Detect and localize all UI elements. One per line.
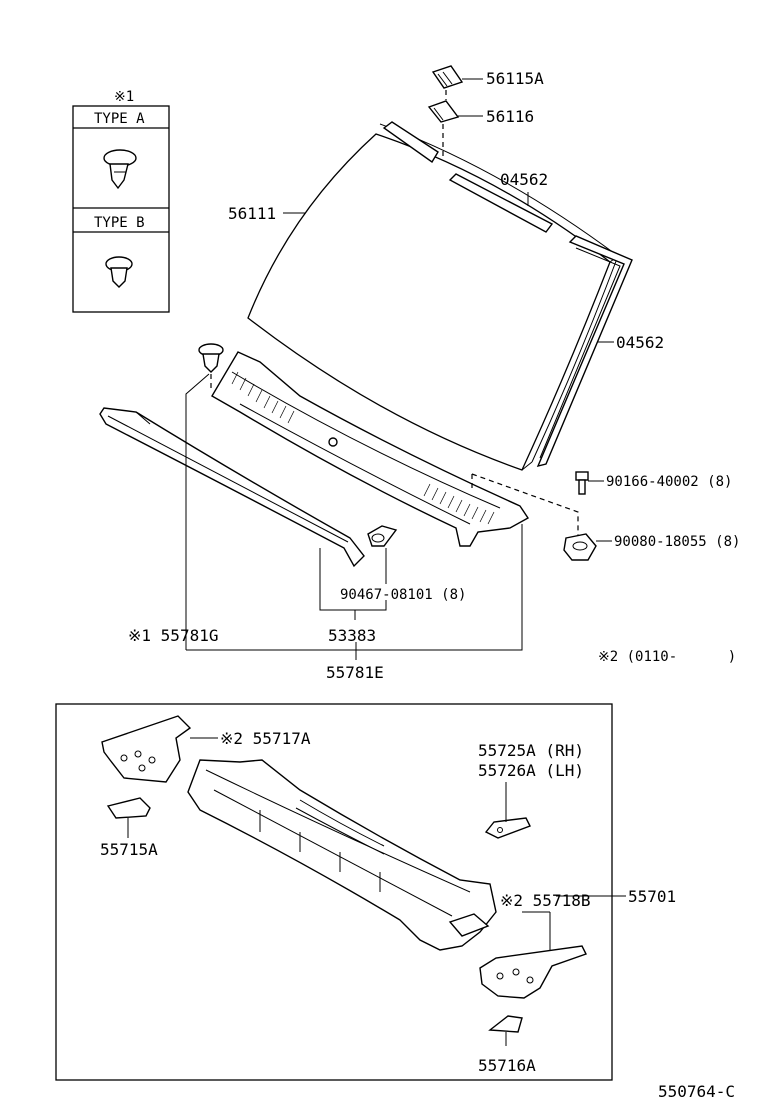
clip-type-b-icon xyxy=(105,256,133,288)
label-55715A: 55715A xyxy=(100,840,158,859)
label-04562-top: 04562 xyxy=(500,170,548,189)
part-55725A-55726A-bracket: 55725A (RH) 55726A (LH) xyxy=(478,741,584,839)
part-04562-side-molding: 04562 xyxy=(536,235,664,468)
part-56111-windshield-glass: 56111 xyxy=(228,123,619,471)
label-55781E: 55781E xyxy=(326,663,384,682)
callout-lines xyxy=(185,373,523,660)
label-55716A: 55716A xyxy=(478,1056,536,1075)
part-90467-clip: 90467-08101 (8) xyxy=(340,525,466,603)
part-55781E-cowl-top-panel xyxy=(211,351,530,547)
label-55717A: ※2 55717A xyxy=(220,729,311,748)
molding-upper-left xyxy=(382,121,439,164)
part-55715A-bracket: 55715A xyxy=(100,797,158,859)
legend-type-b: TYPE B xyxy=(94,215,145,231)
part-55717A-bracket: ※2 55717A xyxy=(101,715,311,783)
legend-ref-mark: ※1 xyxy=(114,89,134,105)
diagram-code: 550764-C xyxy=(658,1082,735,1101)
label-55718B: ※2 55718B xyxy=(500,891,590,910)
label-56111: 56111 xyxy=(228,204,276,223)
part-55781G-clip xyxy=(198,343,224,392)
label-55725A: 55725A (RH) xyxy=(478,741,584,760)
part-56115A-pad: 56115A xyxy=(431,65,544,89)
part-56116-pad: 56116 xyxy=(427,100,534,126)
part-90080-nut: 90080-18055 (8) xyxy=(563,533,740,561)
part-53383-hood-seal xyxy=(99,407,365,568)
legend-type-a: TYPE A xyxy=(94,111,145,127)
label-56116: 56116 xyxy=(486,107,534,126)
note-2-date-range: ※2 (0110- ) xyxy=(598,649,736,665)
clip-type-legend: ※1 TYPE A TYPE B xyxy=(72,89,170,313)
clip-type-a-icon xyxy=(103,149,137,190)
part-55718B-bracket: ※2 55718B xyxy=(479,891,590,999)
part-90166-bolt: 90166-40002 (8) xyxy=(575,471,732,495)
label-53383: 53383 xyxy=(328,626,376,645)
label-55701: 55701 xyxy=(628,887,676,906)
cowl-panel-group-box xyxy=(55,703,613,1081)
label-04562-side: 04562 xyxy=(616,333,664,352)
label-56115A: 56115A xyxy=(486,69,544,88)
label-55781G: ※1 55781G xyxy=(128,626,218,645)
label-55726A: 55726A (LH) xyxy=(478,761,584,780)
part-04562-top-molding: 04562 xyxy=(448,170,554,233)
part-55701-cowl-panel xyxy=(187,759,497,951)
part-55716A-bracket: 55716A xyxy=(478,1015,536,1075)
label-90080: 90080-18055 (8) xyxy=(614,534,740,550)
label-90166: 90166-40002 (8) xyxy=(606,474,732,490)
label-90467: 90467-08101 (8) xyxy=(340,587,466,603)
